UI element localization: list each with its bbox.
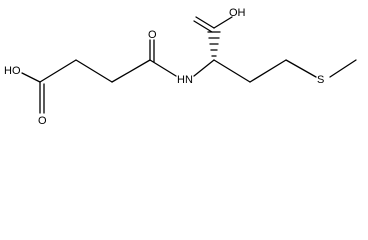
bond-c4-n [149,59,177,77]
bond-cgamma-s [285,59,317,78]
chemical-structure: HO O O HN OH S [4,7,357,127]
bond-cbeta-cgamma [249,59,287,83]
label-ho-left: HO [4,65,21,77]
bond-c3-c4 [111,59,151,83]
bond-ho-c1 [21,72,41,83]
stereo-hash-bond [207,31,221,57]
bond-n-calpha [193,59,215,77]
label-carbonyl-o2: O [148,29,157,41]
label-oh-top: OH [229,7,246,19]
label-sulfur: S [317,74,324,86]
label-carbonyl-o1: O [38,115,47,127]
bond-c1-c2 [39,59,77,83]
bond-ccooh-o-double-a [195,16,215,29]
bond-ccooh-o-double-b [193,20,213,33]
label-amide-nh: HN [177,74,193,86]
bond-c2-c3 [75,59,113,83]
bond-ccooh-oh [213,16,233,29]
bond-calpha-cbeta [213,59,251,83]
bond-s-methyl [329,59,357,78]
